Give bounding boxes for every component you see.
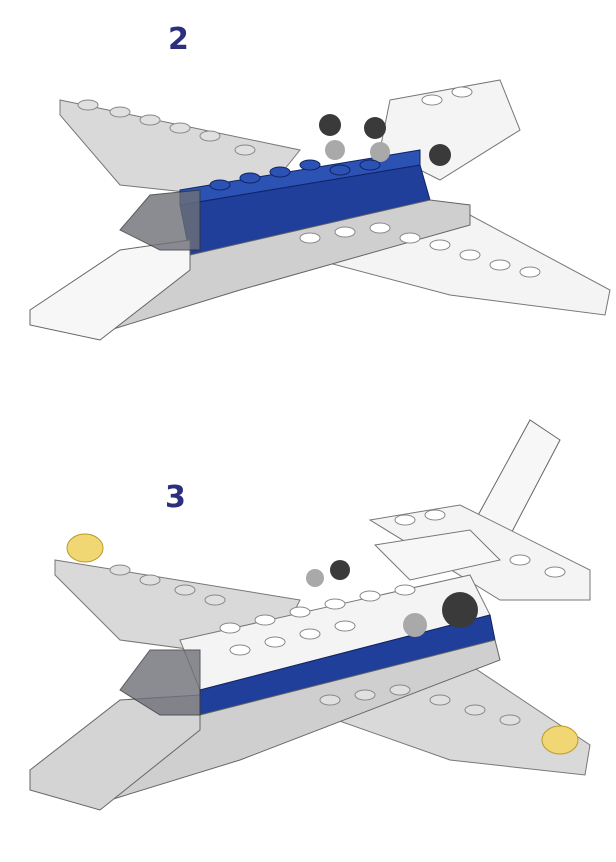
step-3-model xyxy=(0,410,616,840)
airplane-step2-illustration xyxy=(29,79,611,341)
step-2-number: 2 xyxy=(168,22,189,57)
left-wingtip-light xyxy=(66,533,104,563)
right-wingtip-light xyxy=(541,725,579,755)
airplane-step3-illustration xyxy=(29,419,591,811)
step-3-number: 3 xyxy=(165,480,186,515)
step-2-model xyxy=(0,60,616,360)
